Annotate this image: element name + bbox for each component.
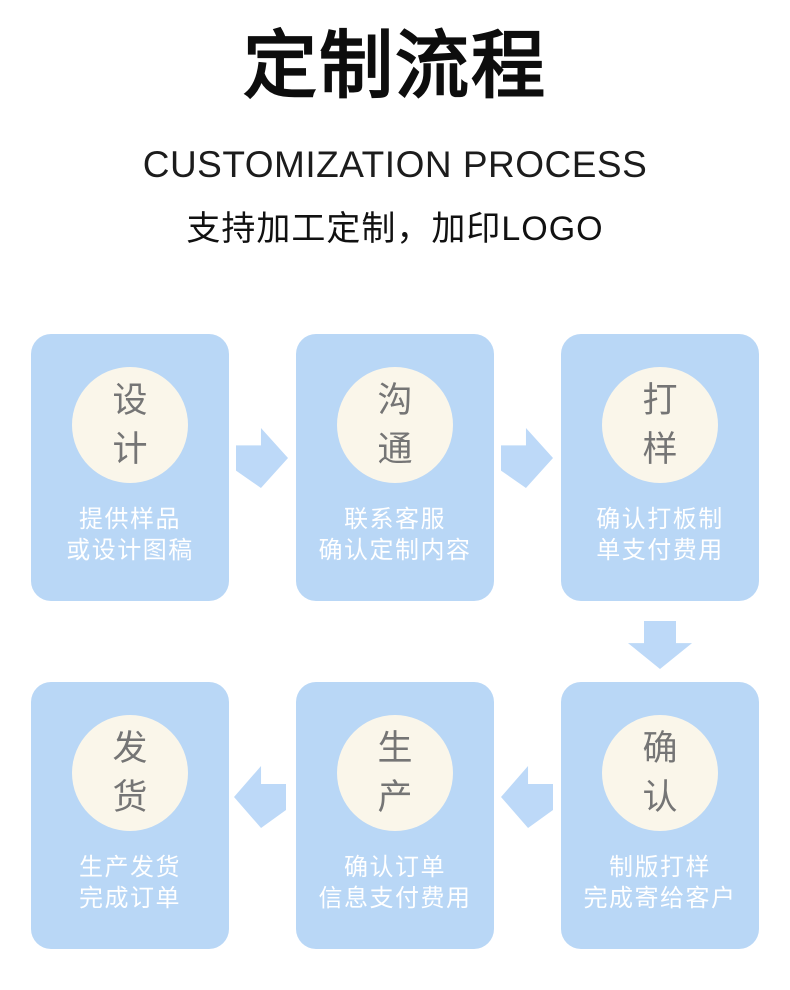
step-description: 联系客服 确认定制内容	[296, 504, 494, 566]
step-circle-label-line2: 货	[112, 778, 148, 817]
arrow-left-icon	[234, 766, 286, 828]
step-circle-label-line2: 认	[642, 778, 678, 817]
step-circle-label-line1: 打	[642, 381, 678, 420]
step-desc-line2: 信息支付费用	[318, 885, 472, 912]
step-desc-line1: 联系客服	[344, 506, 446, 533]
step-description: 确认订单 信息支付费用	[296, 852, 494, 914]
step-circle-label-line2: 样	[642, 430, 678, 469]
step-desc-line1: 确认打板制	[596, 506, 724, 533]
step-card-design: 设 计 提供样品 或设计图稿	[31, 334, 229, 601]
step-desc-line2: 完成订单	[79, 885, 181, 912]
step-desc-line2: 完成寄给客户	[583, 885, 737, 912]
design-step-circle: 设 计	[72, 367, 188, 483]
confirmation-step-circle: 确 认	[602, 715, 718, 831]
production-step-circle: 生 产	[337, 715, 453, 831]
step-card-production: 生 产 确认订单 信息支付费用	[296, 682, 494, 949]
step-description: 确认打板制 单支付费用	[561, 504, 759, 566]
step-card-communication: 沟 通 联系客服 确认定制内容	[296, 334, 494, 601]
step-card-sampling: 打 样 确认打板制 单支付费用	[561, 334, 759, 601]
step-circle-label-line2: 计	[112, 430, 148, 469]
step-circle-label-line2: 产	[377, 778, 413, 817]
arrow-right-icon	[501, 428, 553, 488]
page-title: 定制流程	[243, 24, 547, 107]
step-desc-line1: 提供样品	[79, 506, 181, 533]
step-desc-line2: 确认定制内容	[318, 537, 472, 564]
sampling-step-circle: 打 样	[602, 367, 718, 483]
step-circle-label-line1: 发	[112, 729, 148, 768]
step-desc-line2: 或设计图稿	[66, 537, 194, 564]
step-desc-line1: 生产发货	[79, 854, 181, 881]
step-desc-line1: 确认订单	[344, 854, 446, 881]
page-subtitle: CUSTOMIZATION PROCESS	[142, 144, 648, 185]
step-desc-line2: 单支付费用	[596, 537, 724, 564]
step-circle-label-line1: 生	[377, 729, 413, 768]
step-card-shipping: 发 货 生产发货 完成订单	[31, 682, 229, 949]
step-circle-label-line1: 沟	[377, 381, 413, 420]
arrow-left-icon	[501, 766, 553, 828]
communication-step-circle: 沟 通	[337, 367, 453, 483]
page-tagline: 支持加工定制，加印LOGO	[186, 210, 604, 248]
step-description: 生产发货 完成订单	[31, 852, 229, 914]
step-card-confirmation: 确 认 制版打样 完成寄给客户	[561, 682, 759, 949]
step-circle-label-line1: 确	[642, 729, 678, 768]
step-circle-label-line1: 设	[112, 381, 148, 420]
step-description: 制版打样 完成寄给客户	[561, 852, 759, 914]
step-circle-label-line2: 通	[377, 430, 413, 469]
step-description: 提供样品 或设计图稿	[31, 504, 229, 566]
arrow-down-icon	[628, 621, 692, 669]
arrow-right-icon	[236, 428, 288, 488]
step-desc-line1: 制版打样	[609, 854, 711, 881]
shipping-step-circle: 发 货	[72, 715, 188, 831]
